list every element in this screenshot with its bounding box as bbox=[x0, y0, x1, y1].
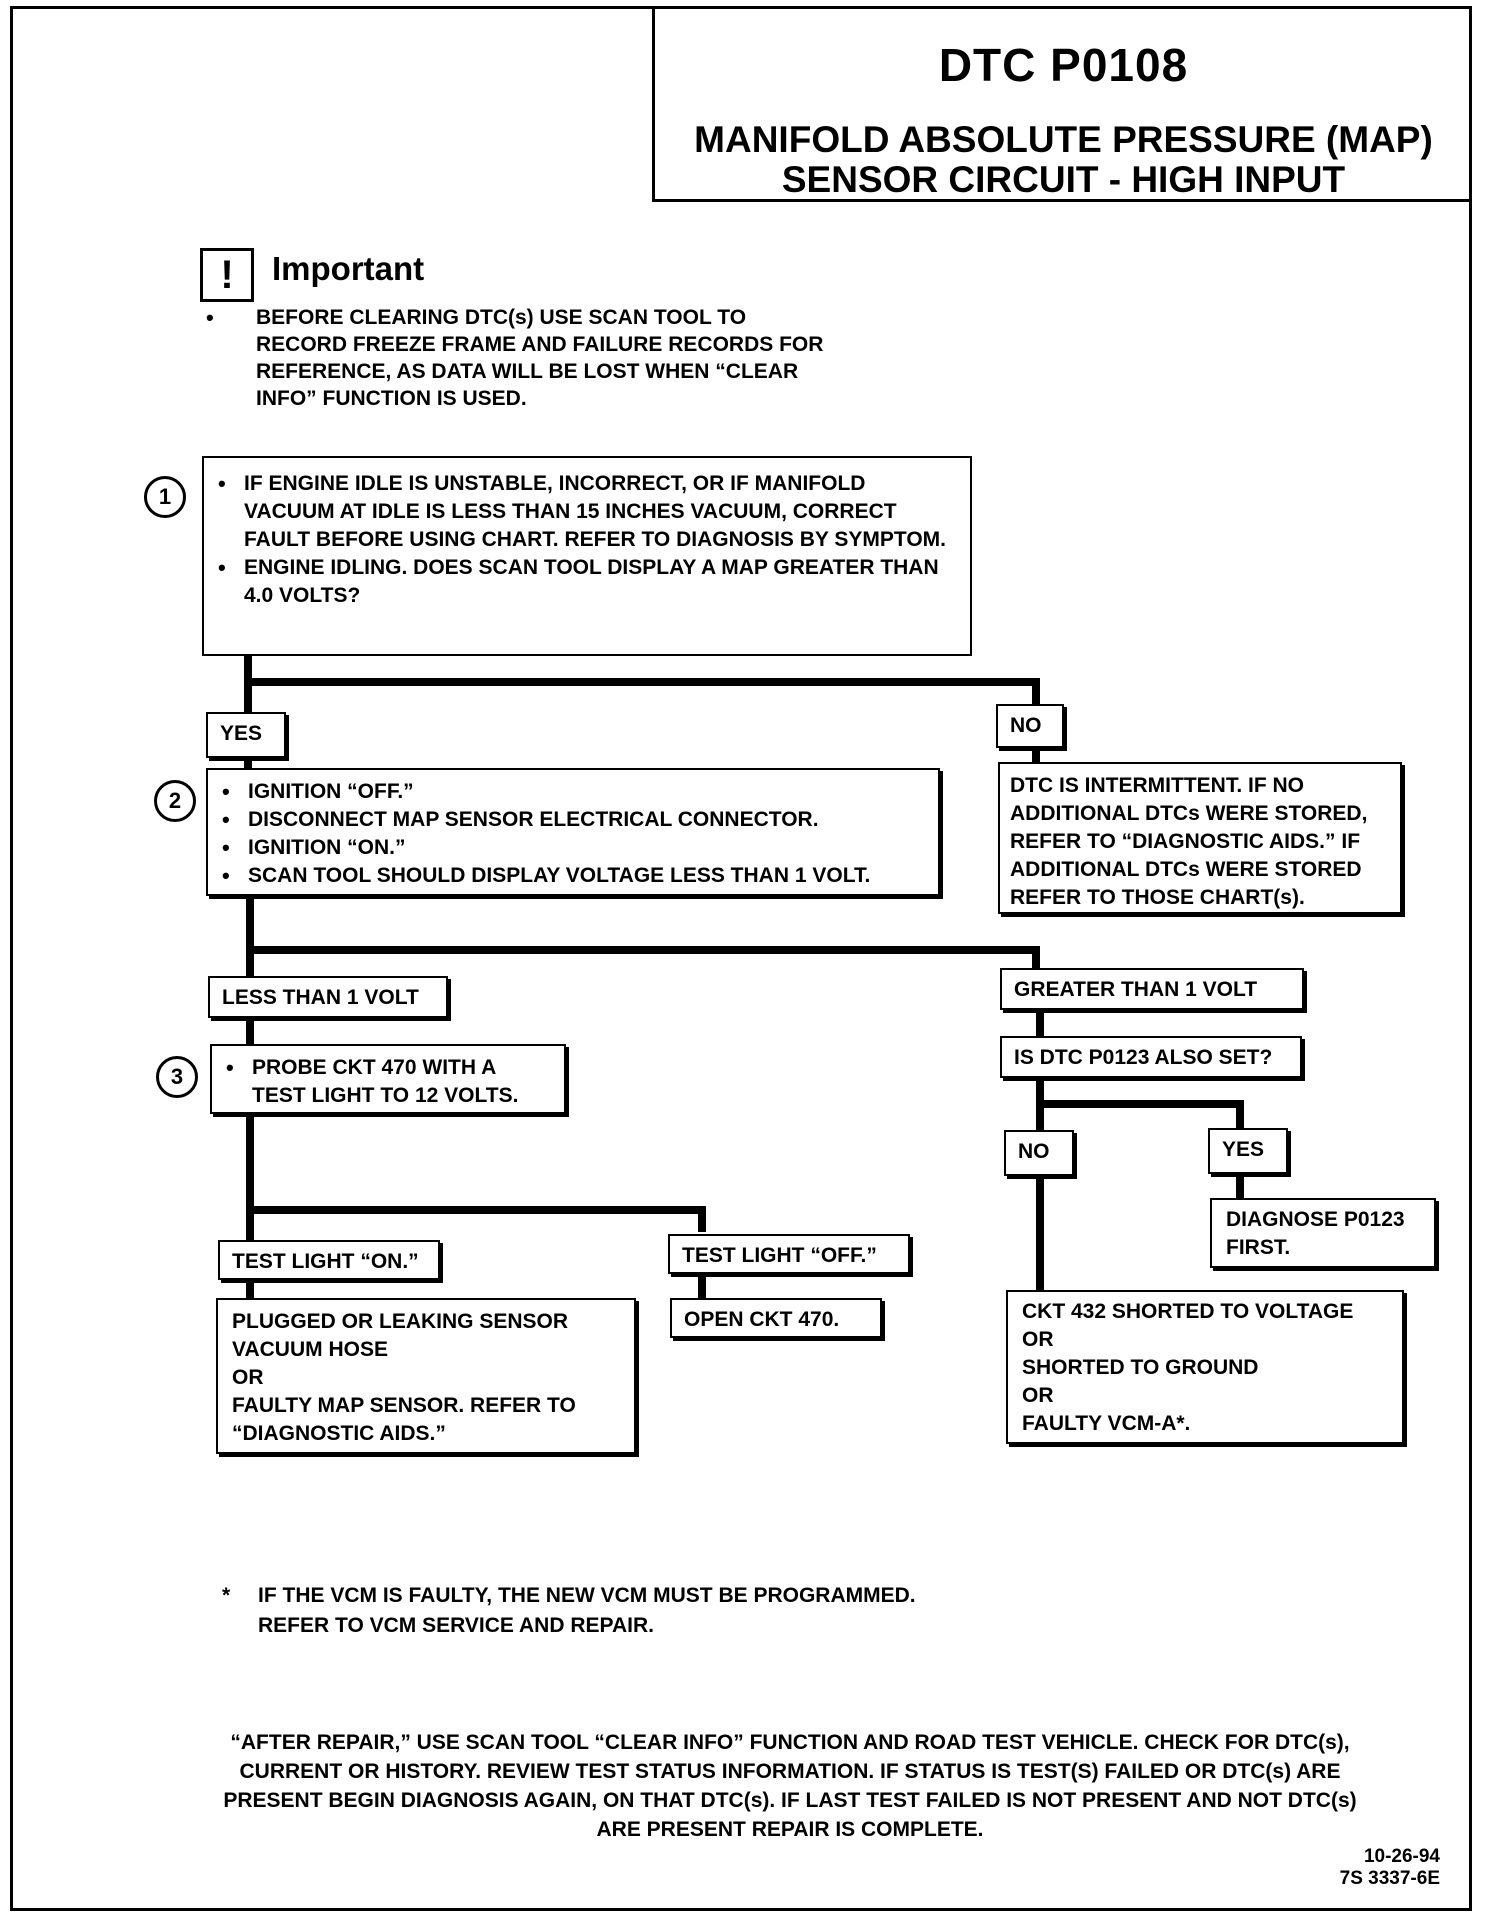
branch-p0123-yes: YES bbox=[1208, 1128, 1288, 1174]
doc-number: 7S 3337-6E bbox=[1339, 1868, 1440, 1889]
p0123-no-result-line-4: OR bbox=[1022, 1384, 1054, 1407]
footnote-marker: * bbox=[222, 1584, 231, 1607]
step-2-marker: 2 bbox=[154, 780, 196, 822]
on-result-line-2: VACUUM HOSE bbox=[232, 1338, 388, 1361]
branch-less-than-1v: LESS THAN 1 VOLT bbox=[208, 976, 448, 1018]
step-3-line-1: PROBE CKT 470 WITH A TEST LIGHT TO 12 VO… bbox=[220, 1054, 554, 1110]
dtc-title-line1: MANIFOLD ABSOLUTE PRESSURE (MAP) bbox=[694, 119, 1433, 160]
branch-greater-than-1v: GREATER THAN 1 VOLT bbox=[1000, 968, 1304, 1010]
important-bullet: BEFORE CLEARING DTC(s) USE SCAN TOOL TO … bbox=[200, 304, 830, 412]
step-2-line-1: IGNITION “OFF.” bbox=[216, 778, 928, 806]
step-3-marker: 3 bbox=[156, 1056, 198, 1098]
step-3-box: PROBE CKT 470 WITH A TEST LIGHT TO 12 VO… bbox=[210, 1044, 566, 1114]
step-1-marker: 1 bbox=[144, 476, 186, 518]
p0123-yes-result: DIAGNOSE P0123 FIRST. bbox=[1210, 1198, 1436, 1268]
step-1-line-2: ENGINE IDLING. DOES SCAN TOOL DISPLAY A … bbox=[212, 554, 958, 610]
p0123-no-result: CKT 432 SHORTED TO VOLTAGE OR SHORTED TO… bbox=[1006, 1290, 1404, 1444]
connector bbox=[1236, 1170, 1244, 1200]
title-block: DTC P0108 MANIFOLD ABSOLUTE PRESSURE (MA… bbox=[652, 8, 1472, 202]
connector bbox=[698, 1272, 706, 1298]
connector bbox=[1032, 678, 1040, 710]
connector bbox=[698, 1206, 706, 1232]
connector bbox=[1036, 1100, 1244, 1108]
p0123-question: IS DTC P0123 ALSO SET? bbox=[1000, 1036, 1302, 1078]
connector bbox=[244, 656, 252, 718]
test-light-on-result: PLUGGED OR LEAKING SENSOR VACUUM HOSE OR… bbox=[216, 1298, 636, 1454]
on-result-line-4: FAULTY MAP SENSOR. REFER TO bbox=[232, 1394, 576, 1417]
connector bbox=[246, 1206, 706, 1214]
footnote-line-2: REFER TO VCM SERVICE AND REPAIR. bbox=[258, 1614, 654, 1637]
test-light-off-result: OPEN CKT 470. bbox=[670, 1298, 882, 1338]
connector bbox=[1036, 1004, 1044, 1038]
connector bbox=[246, 1276, 254, 1302]
step-2-box: IGNITION “OFF.” DISCONNECT MAP SENSOR EL… bbox=[206, 768, 940, 896]
step-2-line-2: DISCONNECT MAP SENSOR ELECTRICAL CONNECT… bbox=[216, 806, 928, 834]
on-result-line-3: OR bbox=[232, 1366, 264, 1389]
branch-test-light-on: TEST LIGHT “ON.” bbox=[218, 1240, 440, 1280]
connector bbox=[244, 678, 1040, 686]
step-1-line-1: IF ENGINE IDLE IS UNSTABLE, INCORRECT, O… bbox=[212, 470, 958, 554]
connector bbox=[1236, 1100, 1244, 1132]
dtc-title: MANIFOLD ABSOLUTE PRESSURE (MAP) SENSOR … bbox=[655, 120, 1472, 200]
dtc-code: DTC P0108 bbox=[938, 39, 1189, 91]
p0123-no-result-line-5: FAULTY VCM-A*. bbox=[1022, 1412, 1191, 1435]
important-label: Important bbox=[272, 250, 425, 287]
p0123-no-result-line-2: OR bbox=[1022, 1328, 1054, 1351]
dtc-title-line2: SENSOR CIRCUIT - HIGH INPUT bbox=[781, 159, 1346, 200]
on-result-line-5: “DIAGNOSTIC AIDS.” bbox=[232, 1422, 446, 1445]
connector bbox=[1032, 740, 1040, 762]
important-note: BEFORE CLEARING DTC(s) USE SCAN TOOL TO … bbox=[200, 304, 830, 412]
connector bbox=[244, 756, 252, 770]
on-result-line-1: PLUGGED OR LEAKING SENSOR bbox=[232, 1310, 569, 1333]
connector bbox=[1036, 1172, 1044, 1292]
branch-test-light-off: TEST LIGHT “OFF.” bbox=[668, 1234, 910, 1274]
no-1-result: DTC IS INTERMITTENT. IF NO ADDITIONAL DT… bbox=[998, 762, 1402, 914]
connector bbox=[1032, 946, 1040, 970]
doc-date: 10-26-94 bbox=[1363, 1846, 1440, 1867]
after-repair-note: “AFTER REPAIR,” USE SCAN TOOL “CLEAR INF… bbox=[223, 1731, 1357, 1841]
branch-no-1: NO bbox=[996, 704, 1064, 748]
connector bbox=[246, 896, 254, 984]
branch-p0123-no: NO bbox=[1004, 1130, 1074, 1176]
step-2-line-3: IGNITION “ON.” bbox=[216, 834, 928, 862]
step-2-line-4: SCAN TOOL SHOULD DISPLAY VOLTAGE LESS TH… bbox=[216, 862, 928, 890]
step-1-box: IF ENGINE IDLE IS UNSTABLE, INCORRECT, O… bbox=[202, 456, 972, 656]
connector bbox=[246, 946, 1040, 954]
p0123-no-result-line-3: SHORTED TO GROUND bbox=[1022, 1356, 1259, 1379]
exclamation-icon: ! bbox=[200, 248, 254, 302]
connector bbox=[246, 1016, 254, 1244]
p0123-no-result-line-1: CKT 432 SHORTED TO VOLTAGE bbox=[1022, 1300, 1354, 1323]
page-border bbox=[10, 6, 1472, 1911]
branch-yes-1: YES bbox=[206, 712, 286, 758]
footnote-line-1: IF THE VCM IS FAULTY, THE NEW VCM MUST B… bbox=[258, 1584, 916, 1607]
